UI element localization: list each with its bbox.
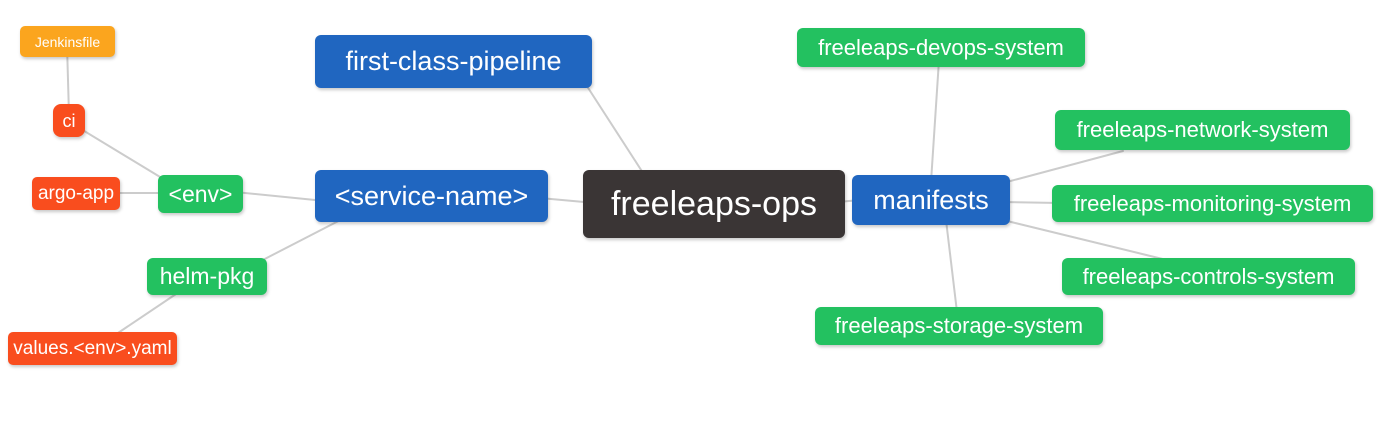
mindmap-node-manifests[interactable]: manifests <box>852 175 1010 225</box>
mindmap-node-env[interactable]: <env> <box>158 175 243 213</box>
edge-helm-pkg-to-values-env-yaml <box>111 289 183 338</box>
mindmap-node-service-name[interactable]: <service-name> <box>315 170 548 222</box>
mindmap-node-freeleaps-ops[interactable]: freeleaps-ops <box>583 170 845 238</box>
edge-manifests-to-monitoring-system <box>999 201 1061 204</box>
edge-manifests-to-storage-system <box>945 219 958 313</box>
mindmap-node-first-class-pipeline[interactable]: first-class-pipeline <box>315 35 592 88</box>
mindmap-node-helm-pkg[interactable]: helm-pkg <box>147 258 267 295</box>
mindmap-node-storage-system[interactable]: freeleaps-storage-system <box>815 307 1103 345</box>
mindmap-node-argo-app[interactable]: argo-app <box>32 177 120 210</box>
mindmap-node-controls-system[interactable]: freeleaps-controls-system <box>1062 258 1355 295</box>
mindmap-node-devops-system[interactable]: freeleaps-devops-system <box>797 28 1085 67</box>
edge-manifests-to-devops-system <box>930 59 940 183</box>
edge-env-to-service-name <box>234 191 326 202</box>
mindmap-node-network-system[interactable]: freeleaps-network-system <box>1055 110 1350 150</box>
mindmap-node-ci[interactable]: ci <box>53 104 85 137</box>
mindmap-node-monitoring-system[interactable]: freeleaps-monitoring-system <box>1052 185 1373 222</box>
mindmap-node-values-env-yaml[interactable]: values.<env>.yaml <box>8 332 177 365</box>
edge-service-name-to-helm-pkg <box>254 213 353 265</box>
mindmap-node-jenkinsfile[interactable]: Jenkinsfile <box>20 26 115 57</box>
edge-ci-to-env <box>75 125 171 184</box>
edge-manifests-to-controls-system <box>1002 219 1176 263</box>
edge-manifests-to-network-system <box>1002 150 1124 184</box>
edge-first-class-pipeline-to-freeleaps-ops <box>582 79 646 177</box>
